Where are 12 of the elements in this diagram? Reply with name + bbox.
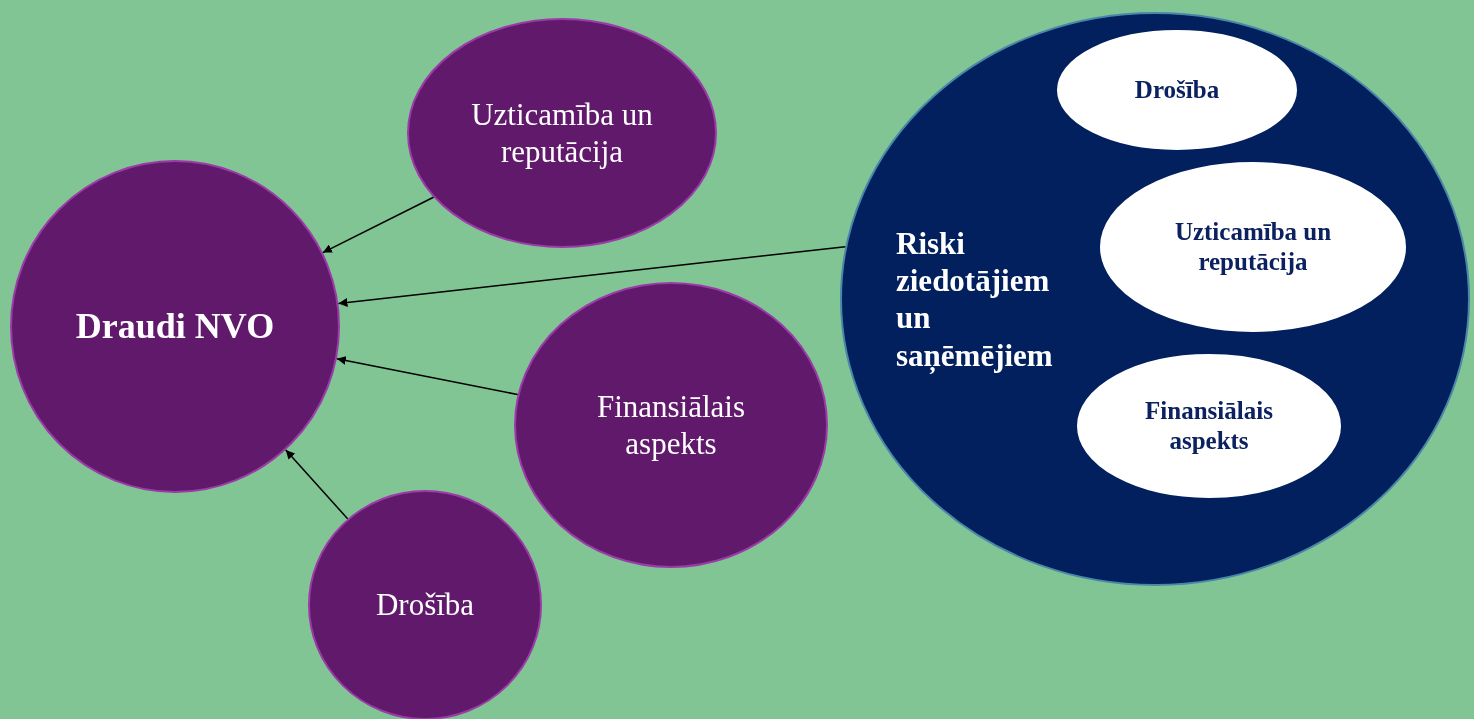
node-label: Drošība — [1133, 75, 1221, 105]
node-label: Finansiālais aspekts — [595, 387, 747, 463]
node-label: Uzticamība un reputācija — [1173, 217, 1333, 277]
node-label: Uzticamība un reputācija — [470, 95, 654, 171]
node-label: Drošība — [374, 586, 476, 624]
arrow — [322, 196, 435, 254]
arrow — [337, 245, 847, 308]
node-label: Riski ziedotājiem un saņēmējiem — [896, 224, 1054, 374]
arrow — [285, 449, 349, 520]
arrow — [336, 356, 519, 396]
node-label: Finansiālais aspekts — [1144, 396, 1274, 456]
node-label: Draudi NVO — [74, 304, 276, 348]
